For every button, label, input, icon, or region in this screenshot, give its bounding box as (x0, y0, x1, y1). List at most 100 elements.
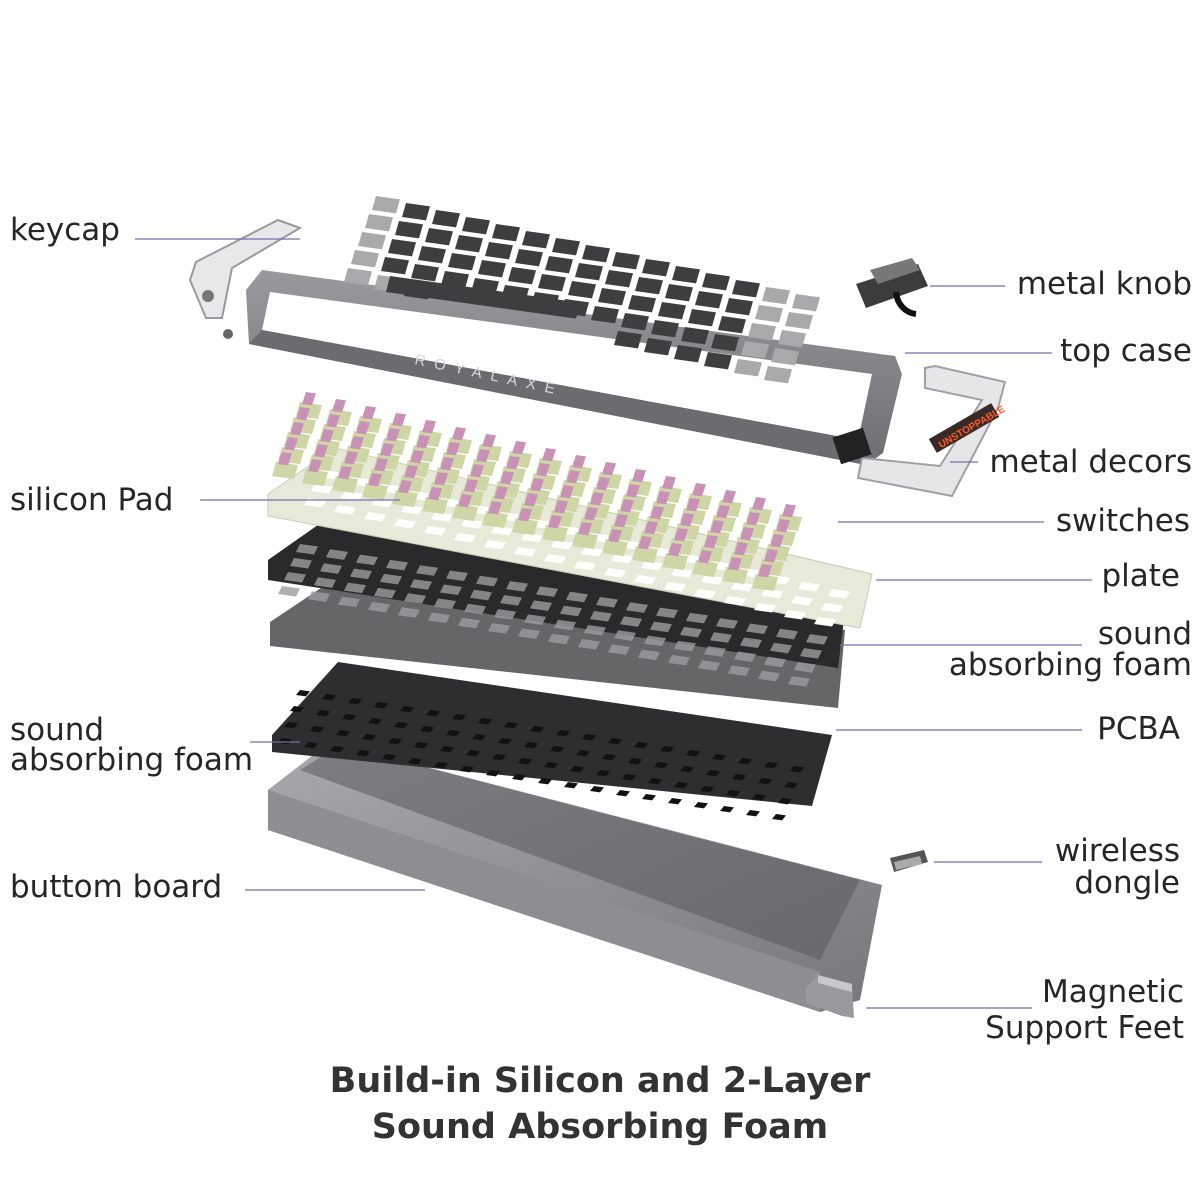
pcb-component (388, 738, 402, 745)
switch-housing (632, 546, 658, 564)
switch-stem (326, 414, 340, 428)
switch-stem (320, 429, 334, 443)
plate-hole (716, 618, 738, 629)
switch-stem (776, 519, 790, 533)
switch-housing (272, 462, 298, 480)
silicon-pad-hole (311, 484, 333, 494)
switch-housing (482, 511, 508, 529)
pcb-component (278, 738, 292, 745)
pcb-component (466, 750, 480, 757)
keycap (755, 305, 783, 323)
plate-hole (488, 623, 510, 634)
switch-housing (692, 560, 718, 578)
switch-housing (392, 490, 418, 508)
pcb-component (310, 726, 324, 733)
switch-stem (458, 494, 472, 508)
switch-stem (542, 448, 556, 462)
label-sound-foam-left-line2: absorbing foam (10, 742, 254, 778)
plate-hole (458, 617, 480, 629)
silicon-pad-hole (581, 547, 603, 557)
plate-hole (590, 611, 612, 622)
pcb-component (382, 754, 396, 761)
keycap (792, 294, 820, 312)
label-top-case: top case (1060, 333, 1192, 369)
keycap (568, 281, 596, 299)
silicon-pad-hole (514, 547, 536, 557)
switch-stem (716, 505, 730, 519)
plate-hole (410, 579, 432, 590)
switch-stem (452, 427, 466, 441)
keycap (462, 217, 490, 235)
plate-hole (464, 603, 486, 615)
plate-hole (638, 649, 660, 661)
switch-stem (446, 442, 460, 456)
keycap (522, 231, 550, 249)
label-metal-knob: metal knob (1016, 266, 1192, 302)
switch-housing (452, 504, 478, 522)
switch-housing (332, 476, 358, 494)
wireless-dongle-part (890, 850, 928, 872)
keycap (621, 313, 649, 331)
pcb-component (790, 766, 804, 773)
silicon-pad-hole (491, 526, 513, 536)
switch-housing (362, 483, 388, 501)
switch-stem (500, 471, 514, 485)
switch-housing (302, 469, 328, 487)
pcb-component (362, 734, 376, 741)
keycap (741, 341, 769, 359)
switch-stem (374, 458, 388, 472)
keycap (455, 235, 483, 253)
plate-hole (308, 591, 330, 602)
switch-stem (650, 506, 664, 520)
switch-stem (548, 515, 562, 529)
switch-stem (668, 543, 682, 557)
pcb-component (602, 754, 616, 761)
plate-hole (296, 544, 318, 555)
label-support-feet-line2: Support Feet (985, 1010, 1184, 1046)
pcb-component (570, 766, 584, 773)
switch-stem (656, 491, 670, 505)
keycap (575, 263, 603, 281)
caption-line1: Build-in Silicon and 2-Layer (329, 1061, 871, 1101)
pcb-component (478, 718, 492, 725)
keycap (545, 256, 573, 274)
switch-stem (464, 479, 478, 493)
switch-stem (302, 392, 316, 406)
plate-hole (446, 570, 468, 582)
bottom-board (268, 742, 882, 1012)
plate-hole (596, 597, 618, 608)
switch-stem (530, 478, 544, 492)
plate-hole (758, 670, 780, 682)
keycap (674, 345, 702, 363)
keycap (432, 210, 460, 228)
pcb-component (634, 742, 648, 749)
pcb-component (660, 746, 674, 753)
switch-stem (290, 422, 304, 436)
pcb-component (394, 722, 408, 729)
silicon-pad-hole (431, 512, 453, 522)
pcb-component (746, 810, 760, 817)
switch-stem (536, 463, 550, 477)
pcb-component (316, 710, 330, 717)
plate-hole (428, 612, 450, 624)
switch-stem (278, 452, 292, 466)
pcb-component (720, 806, 734, 813)
pcb-component (544, 762, 558, 769)
switch-stem (662, 476, 676, 490)
silicon-pad-hole (341, 491, 363, 501)
silicon-pad-hole (821, 603, 843, 613)
keycap (582, 245, 610, 263)
switch-housing (572, 532, 598, 550)
switch-housing (752, 574, 778, 592)
switch-stem (524, 493, 538, 507)
plate-hole (524, 614, 546, 625)
pcb-component (712, 754, 726, 761)
pcb-component (290, 706, 304, 713)
plate-hole (764, 656, 786, 668)
switch-stem (554, 500, 568, 514)
label-keycap: keycap (10, 212, 120, 248)
switch-stem (296, 407, 310, 421)
switch-stem (644, 521, 658, 535)
leader-lines (135, 238, 1092, 1009)
